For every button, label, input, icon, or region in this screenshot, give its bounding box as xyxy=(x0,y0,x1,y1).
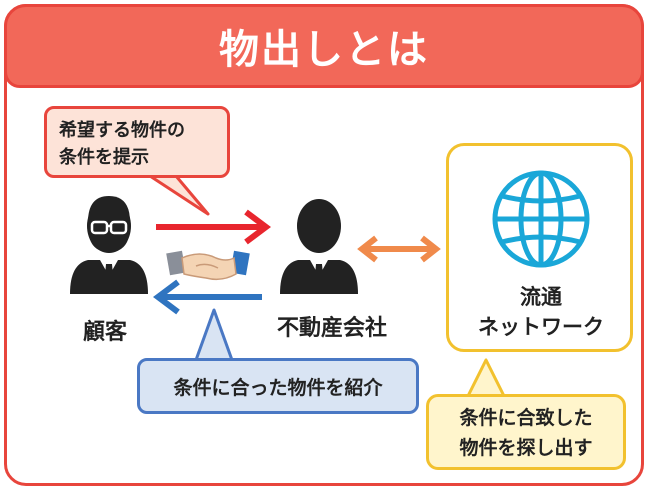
request-bubble-tail xyxy=(148,174,210,216)
find-line-1: 条件に合致した xyxy=(459,407,593,429)
customer-label: 顧客 xyxy=(82,320,127,345)
network-label-line-2: ネットワーク xyxy=(478,315,604,339)
agency-label: 不動産会社 xyxy=(276,316,387,341)
agency-person-icon xyxy=(280,199,358,294)
introduce-bubble-tail xyxy=(194,308,234,362)
request-line-1: 希望する物件の xyxy=(59,120,185,141)
title-bar: 物出しとは xyxy=(4,4,644,88)
introduce-text: 条件に合った物件を紹介 xyxy=(173,376,383,399)
request-bubble: 希望する物件の 条件を提示 xyxy=(44,106,230,178)
find-bubble: 条件に合致した 物件を探し出す xyxy=(426,394,626,470)
exchange-arrow xyxy=(357,235,441,263)
network-label: 流通 ネットワーク xyxy=(456,282,626,342)
request-line-2: 条件を提示 xyxy=(59,147,149,168)
handshake-icon xyxy=(166,250,250,281)
find-line-2: 物件を探し出す xyxy=(459,437,593,459)
page-title: 物出しとは xyxy=(219,27,429,73)
network-label-line-1: 流通 xyxy=(520,285,562,309)
customer-person-icon xyxy=(70,196,148,294)
introduce-arrow xyxy=(153,279,262,315)
introduce-bubble: 条件に合った物件を紹介 xyxy=(137,358,419,414)
globe-icon xyxy=(492,170,590,268)
find-bubble-tail xyxy=(466,358,506,398)
request-arrow xyxy=(156,209,271,245)
